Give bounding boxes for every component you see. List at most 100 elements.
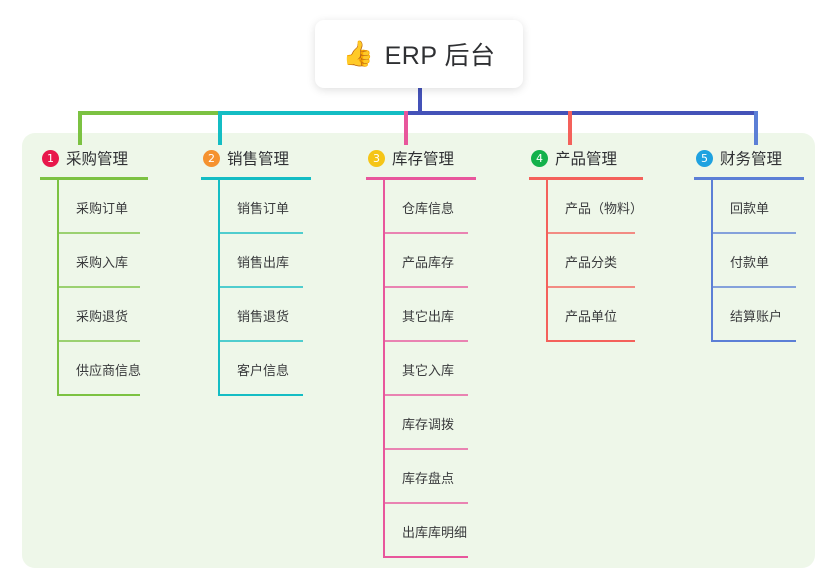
leaf-item-rule: [220, 340, 303, 342]
branch-item-list: 产品（物料） 产品分类产品单位: [529, 180, 643, 342]
leaf-item[interactable]: 销售出库: [201, 234, 311, 288]
leaf-item-label: 采购入库: [76, 254, 129, 270]
branch-leg-1: [78, 111, 82, 145]
leaf-item-label: 产品（物料）: [565, 200, 644, 216]
leaf-item-label: 其它入库: [402, 362, 455, 378]
leaf-item-rule: [218, 394, 303, 396]
branch-title: 销售管理: [227, 151, 290, 168]
branch-title: 采购管理: [66, 151, 129, 168]
branch-number-badge: 5: [696, 149, 713, 167]
branch-spine: [218, 180, 220, 396]
leaf-item-label: 销售订单: [237, 200, 290, 216]
leaf-item[interactable]: 客户信息: [201, 342, 311, 396]
leaf-item-label: 销售出库: [237, 254, 290, 270]
leaf-item-label: 客户信息: [237, 362, 290, 378]
leaf-item[interactable]: 其它入库: [366, 342, 476, 396]
leaf-item[interactable]: 回款单: [694, 180, 804, 234]
leaf-item[interactable]: 产品分类: [529, 234, 643, 288]
leaf-item-rule: [548, 286, 635, 288]
leaf-item[interactable]: 销售退货: [201, 288, 311, 342]
leaf-item-rule: [383, 556, 468, 558]
leaf-item-label: 库存盘点: [402, 470, 455, 486]
branch-spine: [57, 180, 59, 396]
leaf-item-label: 产品库存: [402, 254, 455, 270]
bus-segment-2: [218, 111, 404, 115]
branch-item-list: 销售订单销售出库销售退货客户信息: [201, 180, 311, 396]
leaf-item-rule: [385, 502, 468, 504]
branch-header-rule: [694, 177, 804, 180]
branch-number-badge: 1: [42, 149, 59, 167]
leaf-item-rule: [59, 286, 140, 288]
branch-column-5: 5 财务管理回款单付款单结算账户: [694, 145, 804, 342]
leaf-item-rule: [385, 394, 468, 396]
branch-header-1[interactable]: 1 采购管理: [40, 145, 148, 171]
leaf-item-rule: [385, 340, 468, 342]
leaf-item[interactable]: 产品库存: [366, 234, 476, 288]
branch-number-badge: 4: [531, 149, 548, 167]
leaf-item[interactable]: 供应商信息: [40, 342, 148, 396]
leaf-item-rule: [59, 232, 140, 234]
branch-item-list: 回款单付款单结算账户: [694, 180, 804, 342]
branch-spine: [711, 180, 713, 342]
leaf-item[interactable]: 付款单: [694, 234, 804, 288]
leaf-item[interactable]: 采购入库: [40, 234, 148, 288]
branch-leg-3: [404, 111, 408, 145]
leaf-item[interactable]: 出库库明细: [366, 504, 476, 558]
leaf-item-rule: [385, 232, 468, 234]
content-panel: [22, 133, 815, 568]
leaf-item-label: 其它出库: [402, 308, 455, 324]
leaf-item[interactable]: 库存盘点: [366, 450, 476, 504]
branch-header-rule: [40, 177, 148, 180]
leaf-item-rule: [385, 448, 468, 450]
branch-header-5[interactable]: 5 财务管理: [694, 145, 804, 171]
leaf-item[interactable]: 采购退货: [40, 288, 148, 342]
branch-leg-2: [218, 111, 222, 145]
leaf-item-rule: [59, 340, 140, 342]
branch-spine: [546, 180, 548, 342]
branch-header-rule: [366, 177, 476, 180]
leaf-item[interactable]: 产品（物料）: [529, 180, 643, 234]
bus-segment-1: [78, 111, 218, 115]
leaf-item-label: 销售退货: [237, 308, 290, 324]
leaf-item[interactable]: 采购订单: [40, 180, 148, 234]
leaf-item[interactable]: 结算账户: [694, 288, 804, 342]
leaf-item-label: 仓库信息: [402, 200, 455, 216]
leaf-item-rule: [711, 340, 796, 342]
leaf-item-label: 供应商信息: [76, 362, 142, 378]
leaf-item[interactable]: 产品单位: [529, 288, 643, 342]
leaf-item-rule: [220, 286, 303, 288]
leaf-item-label: 采购退货: [76, 308, 129, 324]
leaf-item-rule: [220, 232, 303, 234]
leaf-item[interactable]: 库存调拨: [366, 396, 476, 450]
leaf-item-label: 产品单位: [565, 308, 618, 324]
leaf-item[interactable]: 仓库信息: [366, 180, 476, 234]
root-node-title: ERP 后台: [384, 42, 496, 70]
branch-title: 财务管理: [720, 151, 783, 168]
branch-header-rule: [529, 177, 643, 180]
leaf-item-label: 采购订单: [76, 200, 129, 216]
leaf-item-rule: [385, 286, 468, 288]
branch-leg-5: [754, 111, 758, 145]
leaf-item-label: 产品分类: [565, 254, 618, 270]
leaf-item-rule: [546, 340, 635, 342]
branch-column-1: 1 采购管理采购订单采购入库采购退货供应商信息: [40, 145, 148, 396]
root-node-card[interactable]: 👍 ERP 后台: [315, 20, 523, 88]
leaf-item-rule: [713, 286, 796, 288]
branch-leg-4: [568, 111, 572, 145]
branch-header-rule: [201, 177, 311, 180]
leaf-item[interactable]: 其它出库: [366, 288, 476, 342]
branch-title: 库存管理: [392, 151, 455, 168]
leaf-item[interactable]: 销售订单: [201, 180, 311, 234]
branch-item-list: 采购订单采购入库采购退货供应商信息: [40, 180, 148, 396]
branch-item-list: 仓库信息产品库存其它出库其它入库库存调拨库存盘点出库库明细: [366, 180, 476, 558]
leaf-item-label: 回款单: [730, 200, 770, 216]
bus-segment-3: [404, 111, 758, 115]
leaf-item-label: 付款单: [730, 254, 770, 270]
